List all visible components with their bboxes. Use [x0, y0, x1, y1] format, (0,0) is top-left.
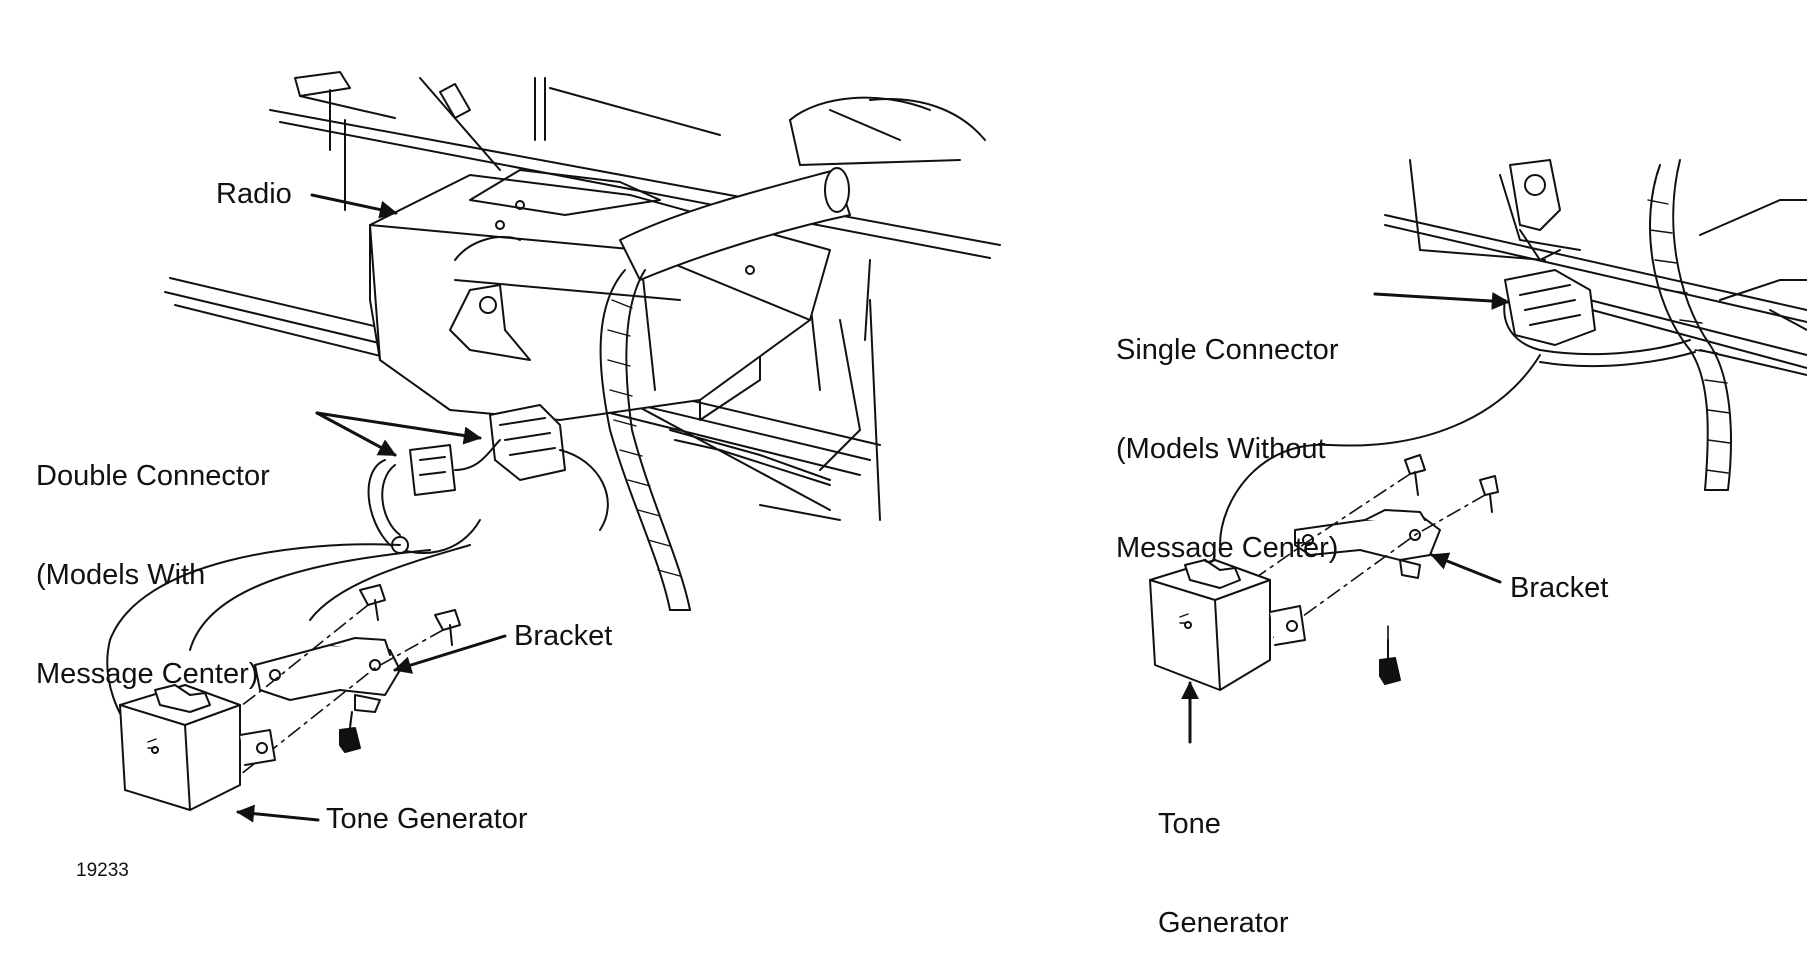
right-tone-generator-label-line-2: Generator [1158, 907, 1289, 939]
right-bracket-arrow [1430, 552, 1502, 584]
double-connector-label-line-1: Double Connector [36, 460, 270, 492]
diagram-stage: Radio Double Connector (Models With Mess… [36, 71, 1807, 939]
left-bracket-arrow [393, 634, 507, 674]
left-view-drawing [106, 71, 1001, 811]
single-connector-label-line-3: Message Center) [1116, 532, 1339, 564]
right-bracket-label: Bracket [1510, 572, 1609, 604]
right-harness [1539, 159, 1732, 491]
double-connector-label-line-2: (Models With [36, 559, 206, 591]
left-tone-generator [119, 684, 276, 811]
single-connector-label: Single Connector (Models Without Message… [1116, 268, 1338, 598]
double-connector-arrow-2 [315, 411, 397, 457]
left-wires [106, 543, 471, 736]
double-connector-label: Double Connector (Models With Message Ce… [36, 394, 270, 724]
single-connector-label-line-2: (Models Without [1116, 433, 1326, 465]
single-connector-arrow [1373, 292, 1510, 311]
right-view-drawing [1149, 159, 1807, 691]
right-wires [1219, 354, 1541, 546]
radio-label: Radio [216, 178, 292, 210]
right-tone-generator [1149, 559, 1306, 691]
right-tone-generator-label-line-1: Tone [1158, 808, 1221, 840]
left-harness [599, 167, 851, 611]
left-screws [339, 584, 461, 753]
right-tone-generator-label: Tone Generator [1158, 742, 1289, 973]
double-connector-label-line-3: Message Center) [36, 658, 259, 690]
figure-number: 19233 [76, 860, 129, 881]
left-bracket [254, 637, 401, 713]
right-screws [1379, 454, 1499, 685]
left-tone-generator-arrow [236, 804, 320, 823]
left-bracket-label: Bracket [514, 620, 613, 652]
line-drawing [106, 71, 1807, 823]
leader-arrows [236, 193, 1510, 823]
single-connector-label-line-1: Single Connector [1116, 334, 1339, 366]
right-single-connector [1503, 269, 1596, 351]
left-tone-generator-label: Tone Generator [326, 803, 528, 835]
right-mount-tab [1509, 159, 1561, 261]
double-connector-arrow-1 [315, 411, 482, 445]
right-dash-frame [1384, 159, 1807, 376]
left-double-connector [367, 404, 609, 554]
radio-arrow [310, 193, 398, 219]
